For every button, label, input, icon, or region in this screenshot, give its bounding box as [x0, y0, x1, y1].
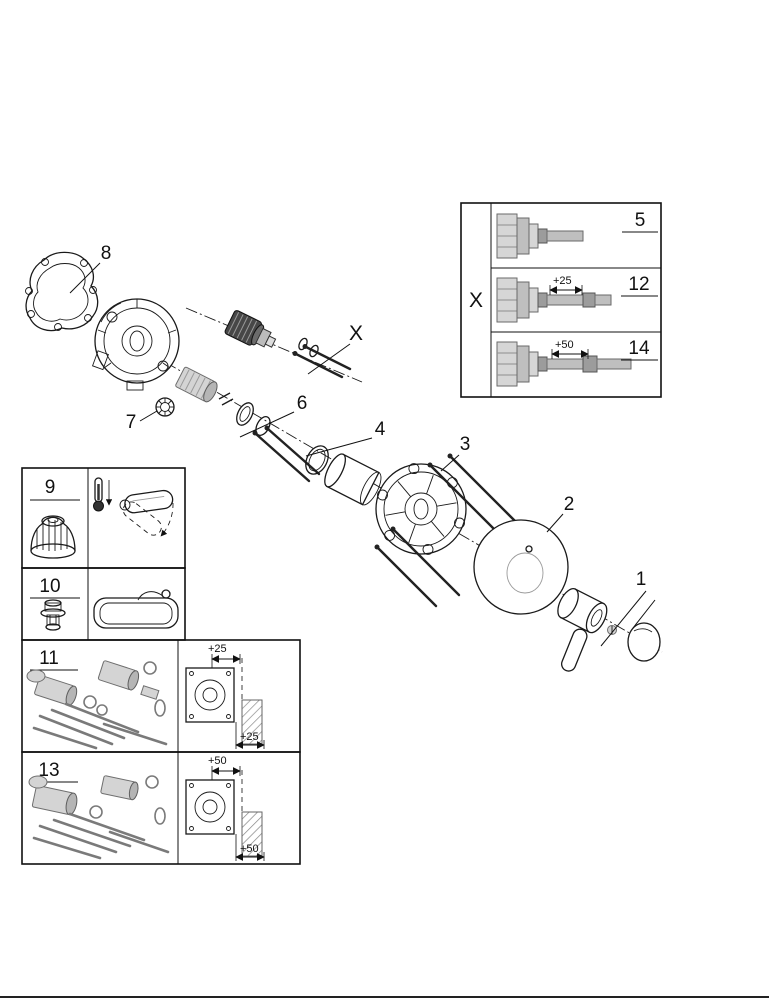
spare-parts-set-13	[28, 775, 170, 860]
thermometer-icon	[93, 477, 113, 512]
box-11-dim-top: +25	[208, 643, 227, 655]
x-extension-cartridge	[224, 310, 352, 379]
extension-row-12: +25 12	[496, 274, 658, 323]
long-fixing-screws	[252, 425, 321, 483]
callout-3: 3	[460, 434, 471, 455]
callout-1: 1	[636, 569, 647, 590]
part-1-handle	[557, 588, 661, 672]
lever-handle-drawing	[119, 489, 174, 537]
part-7-cap	[155, 397, 175, 417]
extension-dim-50: +50	[555, 339, 574, 351]
box-9-number: 9	[45, 477, 56, 498]
extension-row-14: +50 14	[496, 338, 658, 387]
extension-box-x-label: X	[469, 289, 483, 312]
part-4-oring-sleeve	[305, 445, 382, 506]
box-11-number: 11	[39, 648, 59, 669]
accessory-box-10: 10	[21, 567, 186, 641]
install-depth-50-diagram: +50 +50	[185, 755, 265, 861]
extension-row-5: 5	[496, 210, 658, 259]
box-10-number: 10	[39, 576, 60, 597]
diverter-part-drawing	[40, 599, 66, 631]
callout-7: 7	[126, 412, 137, 433]
install-depth-25-diagram: +25 +25	[185, 643, 265, 749]
part-2-escutcheon	[473, 519, 569, 615]
callout-4: 4	[375, 419, 386, 440]
callouts: 8 7 X 6 4 3 2 1	[69, 243, 656, 647]
box-13-dim-bottom: +50	[240, 843, 259, 855]
bathtub-icon	[93, 589, 179, 629]
accessory-box-13: 13	[21, 751, 301, 865]
plate-screws	[374, 453, 523, 608]
box-13-number: 13	[38, 760, 59, 781]
extension-part-14-number: 14	[628, 338, 650, 359]
callout-6: 6	[297, 393, 308, 414]
box-11-dim-bottom: +25	[240, 731, 259, 743]
callout-8: 8	[101, 243, 112, 264]
part-6-adapter-rings	[175, 366, 271, 436]
part-3-mounting-plate	[375, 463, 467, 555]
spare-parts-set-11	[26, 660, 168, 750]
extension-part-12-number: 12	[628, 274, 649, 295]
box-13-dim-top: +50	[208, 755, 227, 767]
extension-part-5-number: 5	[635, 210, 646, 231]
grip-cap-drawing	[30, 515, 76, 559]
accessory-box-11: 11	[21, 639, 301, 753]
accessory-box-9: 9	[21, 467, 186, 569]
extension-dim-25: +25	[553, 275, 572, 287]
callout-2: 2	[564, 494, 575, 515]
extension-variants-box: X 5	[460, 202, 662, 398]
callout-x: X	[349, 322, 363, 345]
valve-body	[91, 298, 180, 391]
part-8-gasket	[25, 251, 99, 332]
